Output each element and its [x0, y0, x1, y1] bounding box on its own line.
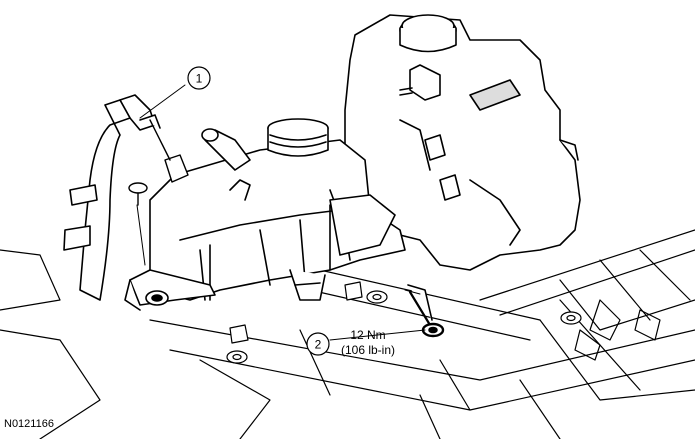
- intake-duct: [201, 118, 329, 171]
- callout-1: 1: [187, 66, 211, 90]
- torque-spec-nm: 12 Nm: [350, 328, 385, 342]
- callout-leaders: [139, 84, 426, 341]
- torque-spec-lbin: (106 lb-in): [341, 343, 395, 357]
- misc-hardware: [226, 281, 582, 364]
- callout-1-number: 1: [196, 72, 203, 86]
- figure-id-label: N0121166: [4, 418, 54, 430]
- frame-rails: [0, 229, 695, 439]
- mounting-bracket-left: [124, 269, 216, 311]
- fastener-bolt: [404, 284, 445, 338]
- coolant-hose: [63, 94, 161, 301]
- callout-2: 2 12 Nm (106 lb-in): [306, 328, 395, 357]
- sensor-connector: [128, 119, 189, 266]
- callout-2-number: 2: [315, 338, 322, 352]
- coolant-reservoir: [344, 14, 581, 271]
- air-box-assembly: [149, 139, 406, 301]
